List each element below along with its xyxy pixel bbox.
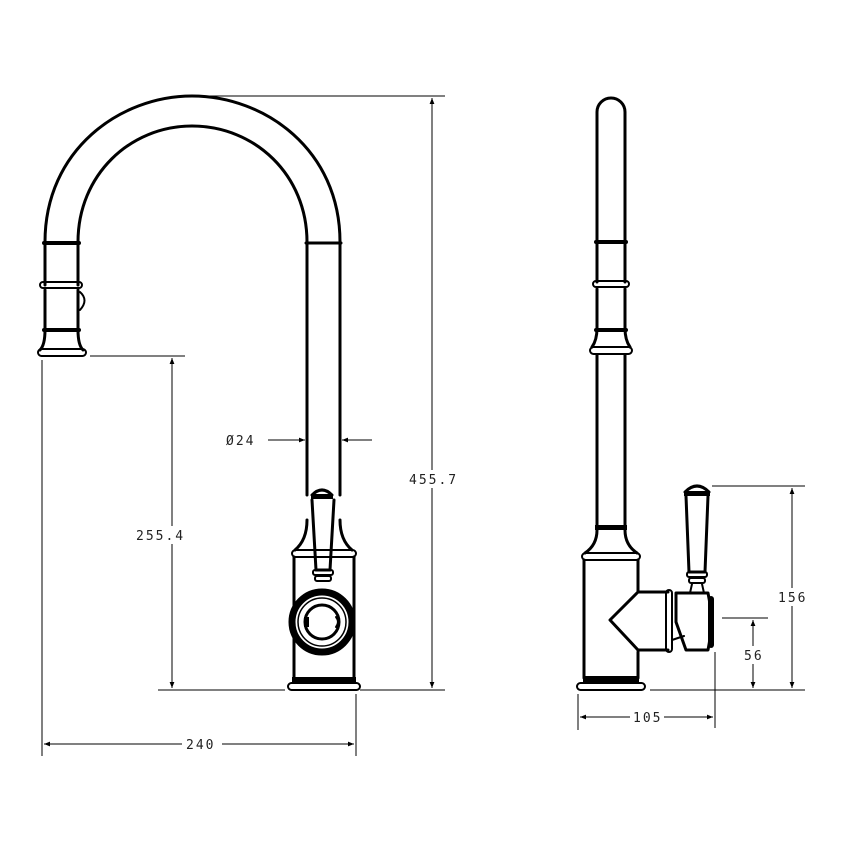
spout-height-label: 255.4: [136, 529, 185, 544]
dimension-handle-axis: 56: [722, 617, 768, 688]
dimension-handle-projection: 105: [577, 652, 716, 730]
dimension-overall-height: 455.7: [200, 95, 458, 691]
spout-side: [589, 96, 633, 530]
spray-head: [37, 240, 87, 357]
front-view: 455.7 255.4 Ø24 240: [37, 94, 458, 756]
handle-height-label: 156: [778, 591, 807, 606]
dimension-spout-height: 255.4: [90, 355, 285, 691]
body-side: [576, 528, 646, 691]
handle-axis-height-label: 56: [744, 649, 764, 664]
dimension-reach: 240: [41, 360, 357, 756]
handle-side: [608, 484, 714, 653]
overall-height-label: 455.7: [409, 473, 458, 488]
reach-label: 240: [186, 738, 215, 753]
diameter-label: Ø24: [226, 434, 255, 449]
tap-body-front: [287, 518, 361, 691]
dimension-diameter: Ø24: [226, 434, 372, 449]
gooseneck-spout: [43, 94, 343, 497]
dimension-handle-height: 156: [650, 485, 810, 691]
side-view: 156 56 105: [576, 96, 810, 730]
handle-projection-label: 105: [633, 711, 662, 726]
lever-handle-front: [310, 488, 336, 582]
